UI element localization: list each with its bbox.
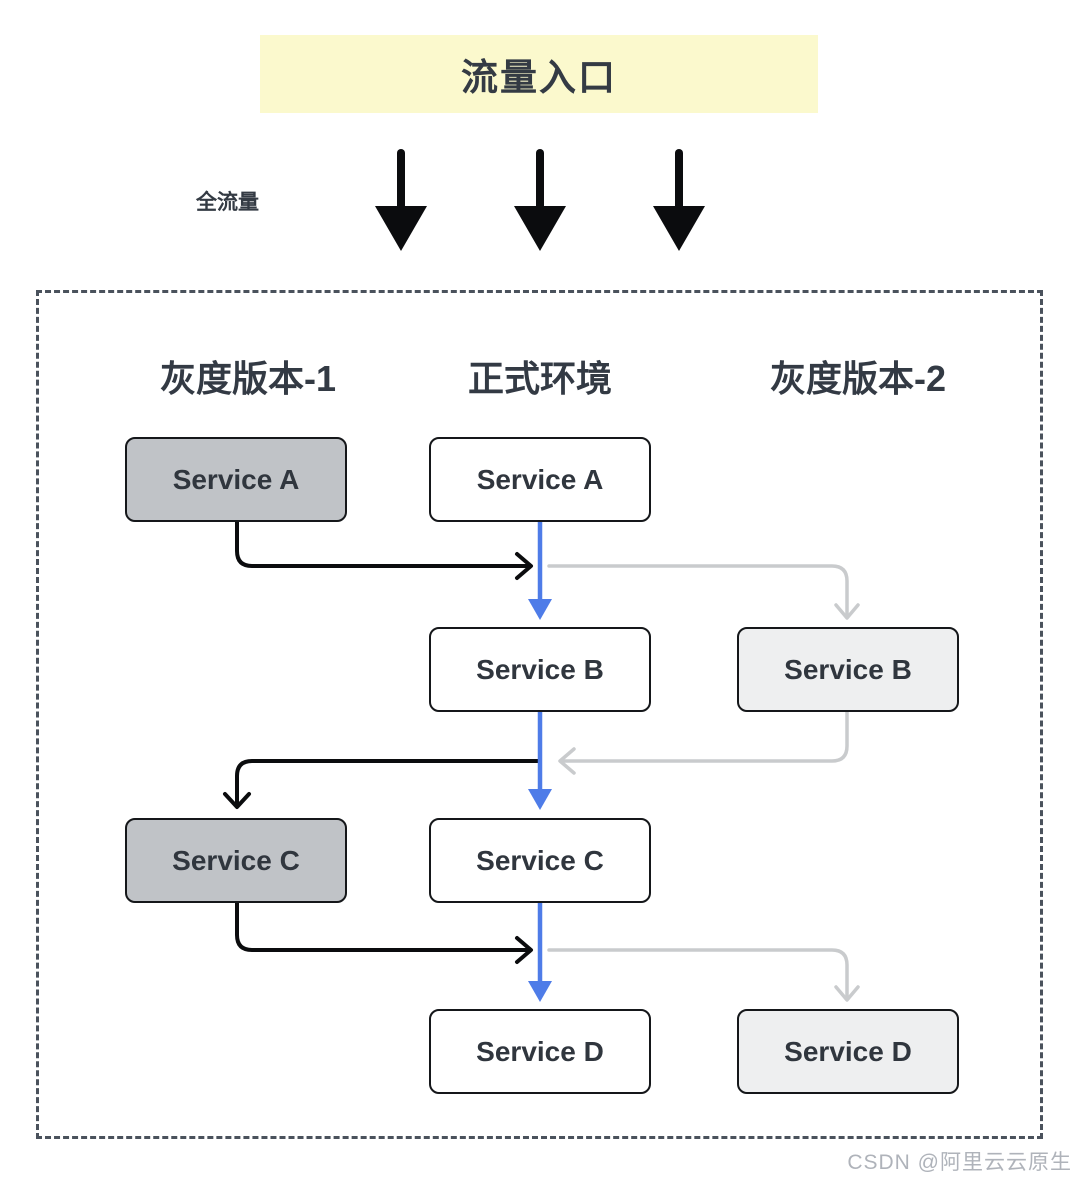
node-prod-service-c: Service C <box>429 818 651 903</box>
node-gray1-service-c: Service C <box>125 818 347 903</box>
node-gray2-service-b: Service B <box>737 627 959 712</box>
column-header-gray2: 灰度版本-2 <box>769 358 946 399</box>
watermark: CSDN @阿里云云原生 <box>847 1151 1072 1174</box>
node-gray1-service-a: Service A <box>125 437 347 522</box>
traffic-entry-box: 流量入口 <box>260 35 818 113</box>
environment-container <box>36 290 1043 1139</box>
column-header-production: 正式环境 <box>467 358 612 399</box>
full-traffic-label: 全流量 <box>196 191 259 214</box>
traffic-entry-label: 流量入口 <box>461 57 617 98</box>
node-prod-service-b: Service B <box>429 627 651 712</box>
traffic-arrow-icon <box>375 149 705 251</box>
node-prod-service-a: Service A <box>429 437 651 522</box>
column-header-gray1: 灰度版本-1 <box>159 358 336 399</box>
node-prod-service-d: Service D <box>429 1009 651 1094</box>
node-gray2-service-d: Service D <box>737 1009 959 1094</box>
